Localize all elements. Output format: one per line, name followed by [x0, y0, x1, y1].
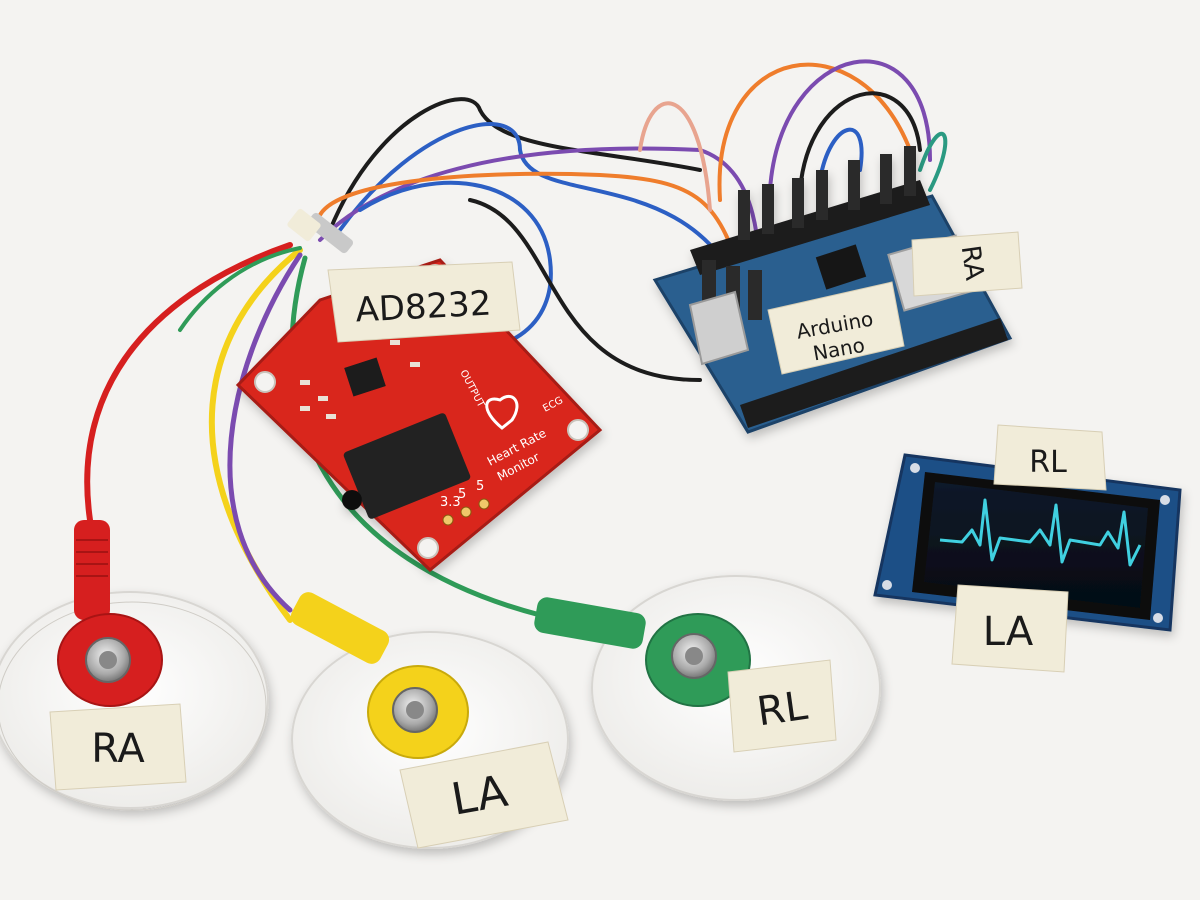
lead-wire-ra — [84, 242, 293, 523]
tape-pad-la: LA — [399, 741, 569, 849]
tape-oled-rl: RL — [993, 424, 1107, 491]
ad8232-label: AD8232 — [354, 283, 492, 330]
tape-oled-la: LA — [951, 584, 1069, 673]
tape-pad-rl: RL — [727, 659, 837, 753]
silk-pin-3: 5 — [476, 479, 484, 494]
heart-icon — [485, 394, 519, 430]
silk-pin-1: 3.3 — [440, 495, 461, 510]
lead-wire-rl — [289, 255, 543, 618]
header-pins — [702, 146, 916, 320]
audio-jack-icon — [342, 413, 471, 519]
tape-arduino-nano: Arduino Nano — [767, 281, 905, 375]
tape-arduino-ra: RA — [911, 231, 1023, 297]
ad8232-chip — [344, 357, 386, 397]
pad-rl-label: RL — [754, 683, 811, 736]
lead-wire-purple — [227, 252, 303, 613]
ecg-trace — [939, 498, 1142, 567]
silk-pin-2: 5 — [458, 487, 466, 502]
tape-ad8232: AD8232 — [327, 261, 521, 343]
oled-rl-label: RL — [1029, 445, 1067, 480]
snap-connector-ra — [57, 520, 163, 707]
snap-connector-la — [290, 592, 469, 759]
snap-connector-rl — [534, 597, 751, 707]
pad-la-label: LA — [448, 766, 512, 826]
pad-ra-label: RA — [91, 726, 145, 772]
oled-module — [873, 453, 1182, 632]
lead-cable-plug — [287, 208, 354, 254]
tape-pad-ra: RA — [49, 703, 187, 791]
arduino-mcu-chip — [815, 244, 867, 290]
oled-screen — [912, 472, 1160, 620]
usb-port-icon — [688, 290, 750, 366]
lead-wires — [84, 242, 543, 623]
arduino-ra-label: RA — [955, 244, 990, 283]
oled-la-label: LA — [983, 609, 1034, 655]
